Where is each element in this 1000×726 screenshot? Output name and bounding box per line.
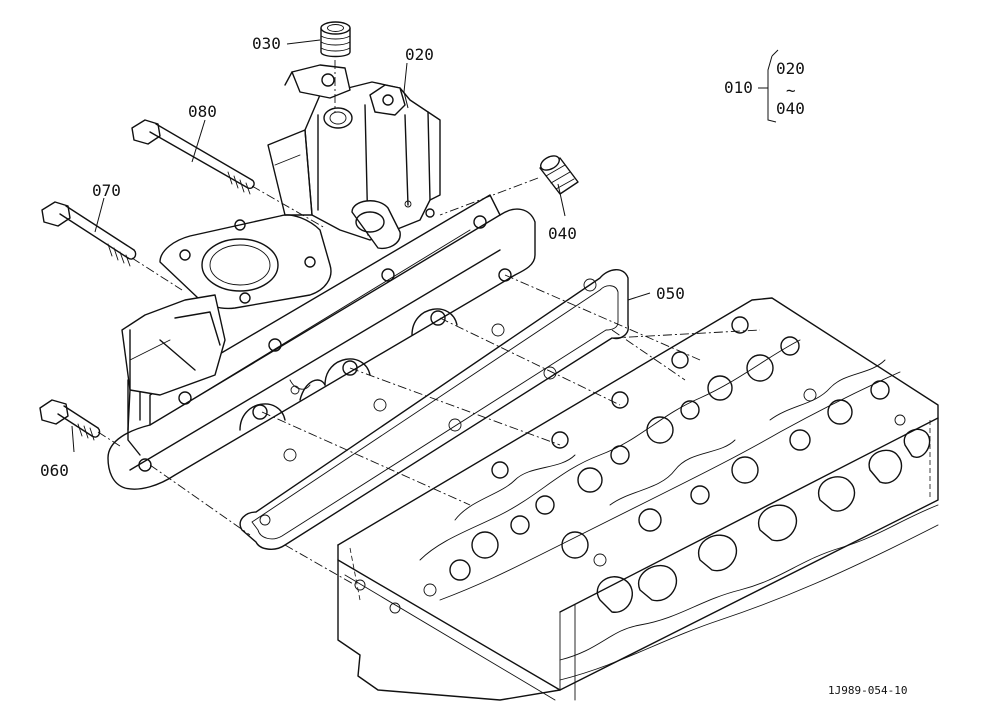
plug-030-drawing <box>320 21 351 58</box>
bolt-070-drawing <box>41 201 137 267</box>
assembly-note-range-start: 020 <box>776 59 805 78</box>
callout-020: 020 <box>405 45 434 64</box>
gasket-050-drawing <box>239 269 629 550</box>
callout-080: 080 <box>188 102 217 121</box>
callout-leaders <box>71 39 779 453</box>
bolt-060-drawing <box>39 399 101 441</box>
assembly-note-range-sep: ~ <box>786 81 796 100</box>
plug-040-drawing <box>539 155 579 195</box>
manifold-body-drawing <box>107 64 536 490</box>
bolt-080-drawing <box>131 119 255 195</box>
head-top-ports <box>354 316 906 614</box>
assembly-note-label: 010 <box>724 78 753 97</box>
assembly-note-range-end: 040 <box>776 99 805 118</box>
cylinder-head-drawing <box>337 297 939 701</box>
callout-070: 070 <box>92 181 121 200</box>
callout-050: 050 <box>656 284 685 303</box>
assembly-note: 010 020 ~ 040 <box>724 59 805 118</box>
callout-030: 030 <box>252 34 281 53</box>
figure-code: 1J989-054-10 <box>828 684 907 697</box>
assembly-centerlines <box>97 60 761 586</box>
callout-060: 060 <box>40 461 69 480</box>
callout-040: 040 <box>548 224 577 243</box>
